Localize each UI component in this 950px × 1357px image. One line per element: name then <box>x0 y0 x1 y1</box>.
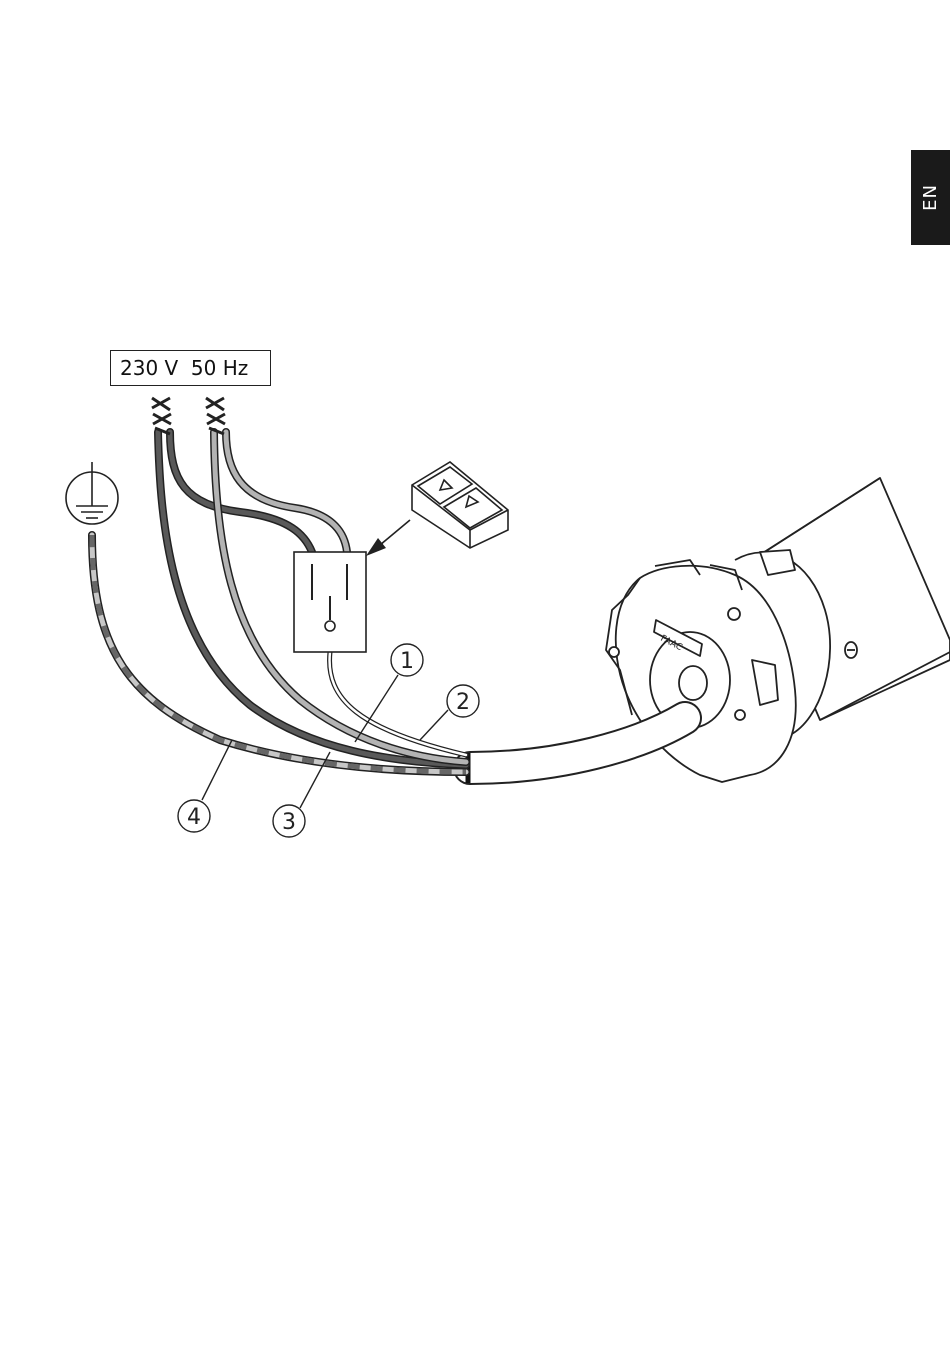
callout-2-label: 2 <box>456 690 470 715</box>
callout-1-label: 1 <box>400 649 414 674</box>
callout-1: 1 <box>355 644 423 742</box>
callout-4-label: 4 <box>187 805 201 830</box>
callout-3-label: 3 <box>282 810 296 835</box>
callout-4: 4 <box>178 740 232 832</box>
callout-2: 2 <box>420 685 479 740</box>
motor-cable <box>468 718 685 783</box>
remote-arrow <box>366 520 410 556</box>
wire-supply-light <box>226 432 347 552</box>
up-down-remote-icon <box>412 462 508 548</box>
switch-icon <box>294 552 366 652</box>
earth-ground-icon <box>66 462 118 524</box>
